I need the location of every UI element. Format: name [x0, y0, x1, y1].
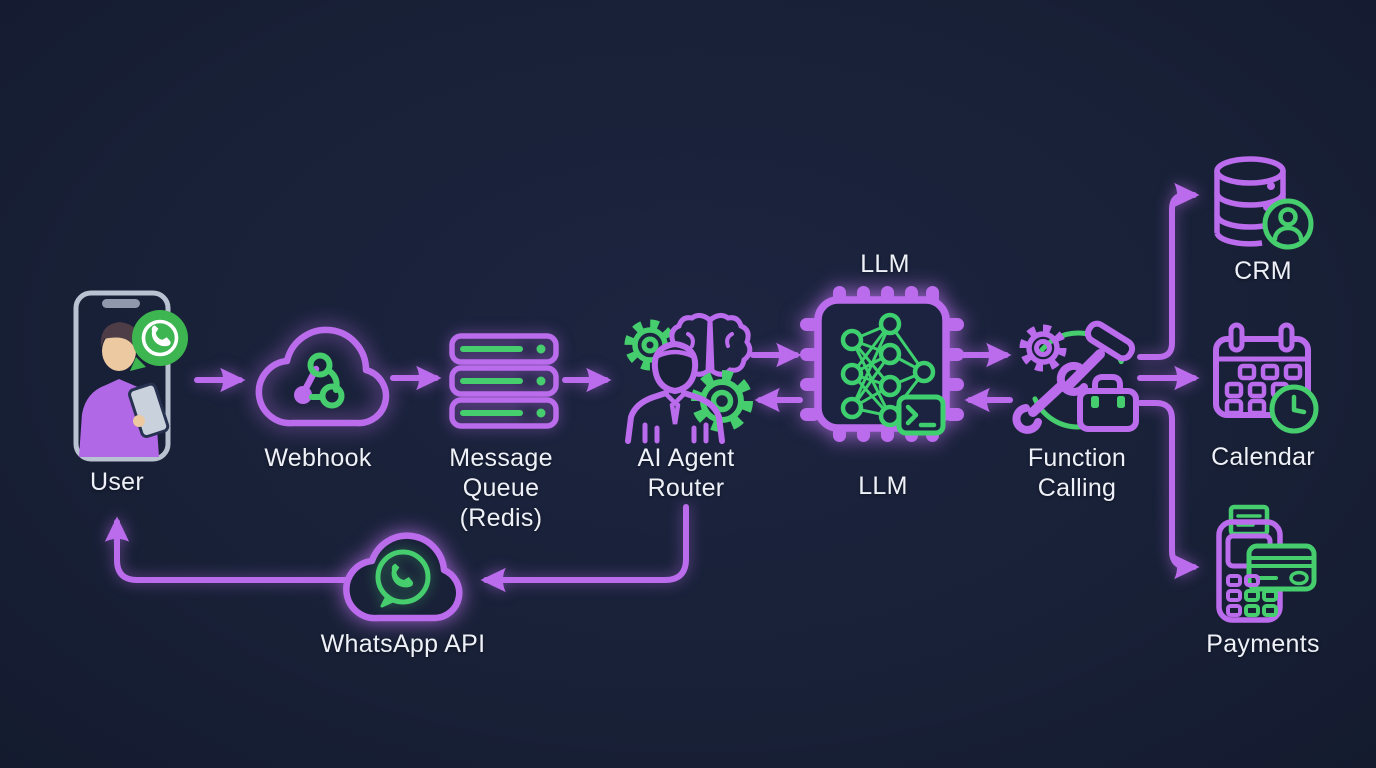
- function-calling-icon: [1012, 320, 1139, 434]
- label-crm: CRM: [1234, 257, 1292, 285]
- clock-badge-icon: [1269, 384, 1319, 434]
- label-payments: Payments: [1206, 630, 1320, 658]
- label-calendar: Calendar: [1211, 443, 1315, 471]
- message-queue-icon: [449, 333, 559, 429]
- person-hair: [100, 322, 141, 352]
- label-message-queue: Message Queue (Redis): [449, 444, 553, 532]
- whatsapp-api-cloud-icon: [343, 532, 463, 622]
- neural-network-icon: [840, 312, 946, 436]
- webhook-icon: [255, 326, 390, 427]
- user-icon: [73, 290, 188, 462]
- crm-icon: [1214, 156, 1314, 250]
- gear-icon: [1019, 324, 1067, 372]
- calendar-icon: [1213, 322, 1319, 434]
- terminal-icon: [896, 394, 946, 436]
- label-llm-top: LLM: [860, 250, 910, 278]
- cycle-arc-icon: [1028, 330, 1128, 430]
- connector-function-payments: [1137, 400, 1200, 580]
- whatsapp-glyph-icon: [375, 549, 431, 608]
- connector-router-whatsapp: [480, 504, 689, 593]
- label-ai-agent-router: AI Agent Router: [637, 444, 735, 502]
- hammer-icon: [1061, 320, 1136, 393]
- label-webhook: Webhook: [264, 444, 372, 472]
- keypad-icon: [1226, 574, 1278, 617]
- toolbox-icon: [1077, 374, 1139, 432]
- ai-agent-router-icon: [624, 312, 753, 444]
- agent-person-icon: [625, 340, 725, 444]
- payments-icon: [1216, 504, 1317, 623]
- connector-whatsapp-user: [104, 516, 352, 583]
- wrench-icon: [1012, 361, 1088, 434]
- credit-card-icon: [1246, 543, 1317, 592]
- label-user: User: [90, 468, 144, 496]
- user-badge-icon: [1262, 198, 1314, 250]
- label-whatsapp-api: WhatsApp API: [320, 630, 486, 658]
- connector-function-crm: [1137, 182, 1200, 360]
- label-function-calling: Function Calling: [1027, 444, 1127, 502]
- label-llm-bottom: LLM: [858, 472, 908, 500]
- webhook-glyph-icon: [294, 352, 345, 409]
- connectors-layer: [104, 182, 1200, 593]
- whatsapp-badge-icon: [130, 310, 188, 371]
